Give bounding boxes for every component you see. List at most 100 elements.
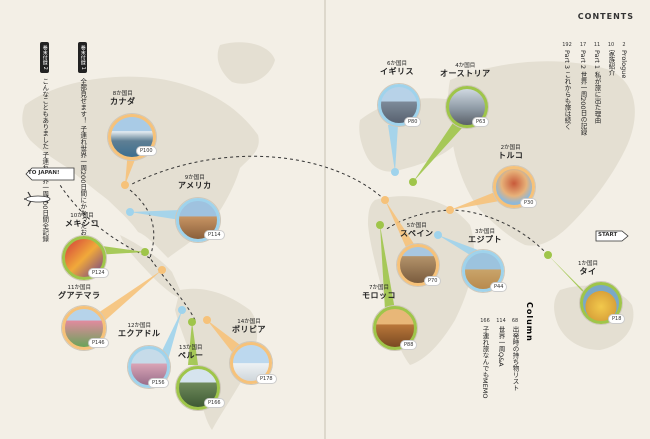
country-label-peru: 13か国目ペルー xyxy=(178,345,204,360)
country-name: オーストリア xyxy=(440,68,491,78)
column-label: 子連れ旅なんでもMEMO xyxy=(481,326,489,399)
country-label-mexico: 10か国目メキシコ xyxy=(65,213,99,228)
country-name: カナダ xyxy=(110,96,136,106)
appendix-badge-2: 巻末付録 2 xyxy=(40,42,49,73)
pin-dot-thailand xyxy=(544,251,552,259)
toc-item-part3[interactable]: 192 Part 3 これからも旅は続く xyxy=(562,42,572,134)
pin-dot-egypt xyxy=(434,231,442,239)
to-japan-label: TO JAPAN! xyxy=(28,170,60,176)
toc-page-number: 2 xyxy=(622,42,626,48)
page-badge-usa[interactable]: P114 xyxy=(204,230,225,240)
to-japan-sign: TO JAPAN! xyxy=(25,167,75,181)
pin-dot-guatemala xyxy=(158,266,166,274)
pin-uk xyxy=(388,125,398,172)
pin-bolivia xyxy=(207,320,240,352)
country-index: 9か国目 xyxy=(184,175,205,181)
photo-usa[interactable] xyxy=(176,198,220,242)
page-badge-austria[interactable]: P63 xyxy=(472,117,490,127)
toc-label: Prologue xyxy=(620,50,628,79)
country-name: スペイン xyxy=(400,228,434,238)
pin-usa xyxy=(130,210,180,220)
appendix-badge-1: 巻末付録 1 xyxy=(78,42,87,73)
pin-egypt xyxy=(438,235,478,255)
photo-guatemala[interactable] xyxy=(62,306,106,350)
appendix-text-2: こんなこともありました 子連れ世界一周200日間全記録 xyxy=(40,77,49,242)
toc-label: Part 2 世界一周200日の記録 xyxy=(579,50,587,136)
pin-guatemala xyxy=(95,270,162,325)
pin-peru xyxy=(188,322,198,365)
pin-austria xyxy=(413,120,462,182)
book-spine xyxy=(324,0,326,439)
country-name: エクアドル xyxy=(118,328,161,338)
country-label-turkey: 2か国目トルコ xyxy=(498,145,524,160)
toc-page-number: 192 xyxy=(562,42,572,48)
page-badge-mexico[interactable]: P124 xyxy=(88,268,109,278)
pin-dot-uk xyxy=(391,168,399,176)
pin-spain xyxy=(385,200,418,252)
column-item-2[interactable]: 114 世界一周Q&A xyxy=(496,318,506,371)
column-page-number: 114 xyxy=(496,318,506,324)
toc-label: 家族紹介 xyxy=(607,50,615,76)
page-badge-peru[interactable]: P166 xyxy=(204,398,225,408)
toc-label: Part 3 これからも旅は続く xyxy=(563,50,571,130)
pin-dot-turkey xyxy=(446,206,454,214)
appendix-item-1[interactable]: 巻末付録 1 全部見せます！ 子連れ世界一周200日間にかかったお金 xyxy=(78,42,87,242)
toc-item-family[interactable]: 10 家族紹介 xyxy=(606,42,616,80)
country-name: メキシコ xyxy=(65,218,99,228)
contents-title: CONTENTS xyxy=(577,12,634,21)
country-index: 11か国目 xyxy=(67,285,92,291)
pin-dot-canada xyxy=(121,181,129,189)
country-label-uk: 6か国目イギリス xyxy=(380,61,414,76)
start-sign: START xyxy=(595,230,629,242)
toc-label: Part 1 私が旅に出た理由 xyxy=(593,50,601,124)
page-badge-ecuador[interactable]: P156 xyxy=(148,378,169,388)
pin-dot-austria xyxy=(409,178,417,186)
country-name: タイ xyxy=(579,266,597,276)
page-badge-bolivia[interactable]: P178 xyxy=(256,374,277,384)
pin-dot-spain xyxy=(381,196,389,204)
country-index: 5か国目 xyxy=(406,223,427,229)
appendix-text-1: 全部見せます！ 子連れ世界一周200日間にかかったお金 xyxy=(78,77,87,242)
country-name: ペルー xyxy=(178,350,204,360)
toc-item-prologue[interactable]: 2 Prologue xyxy=(620,42,628,82)
page-badge-thailand[interactable]: P18 xyxy=(608,314,626,324)
country-index: 4か国目 xyxy=(455,63,476,69)
page-badge-spain[interactable]: P70 xyxy=(424,276,442,286)
toc-item-part2[interactable]: 17 Part 2 世界一周200日の記録 xyxy=(578,42,588,140)
pin-dot-peru xyxy=(188,318,196,326)
pin-dot-morocco xyxy=(376,221,384,229)
airplane-icon xyxy=(24,191,51,207)
country-label-egypt: 3か国目エジプト xyxy=(468,229,502,244)
pin-turkey xyxy=(450,190,505,210)
page-badge-egypt[interactable]: P44 xyxy=(490,282,508,292)
appendix-item-2[interactable]: 巻末付録 2 こんなこともありました 子連れ世界一周200日間全記録 xyxy=(40,42,49,242)
pin-morocco xyxy=(380,225,395,310)
pin-dot-ecuador xyxy=(178,306,186,314)
pin-ecuador xyxy=(160,310,182,360)
start-label: START xyxy=(598,232,618,238)
page-badge-morocco[interactable]: P88 xyxy=(400,340,418,350)
start-arrow-icon xyxy=(595,230,629,242)
country-label-guatemala: 11か国目グアテマラ xyxy=(58,285,101,300)
country-index: 10か国目 xyxy=(70,213,94,219)
page-badge-canada[interactable]: P100 xyxy=(136,146,157,156)
toc-item-part1[interactable]: 11 Part 1 私が旅に出た理由 xyxy=(592,42,602,127)
sign-arrow-icon xyxy=(25,167,75,181)
column-item-3[interactable]: 166 子連れ旅なんでもMEMO xyxy=(480,318,490,402)
country-index: 6か国目 xyxy=(387,61,407,67)
column-item-1[interactable]: 68 出発時の持ち物リスト xyxy=(510,318,520,395)
country-index: 12か国目 xyxy=(127,323,152,329)
country-label-austria: 4か国目オーストリア xyxy=(440,63,491,78)
country-index: 1か国目 xyxy=(578,261,598,267)
country-name: トルコ xyxy=(498,150,524,160)
country-label-spain: 5か国目スペイン xyxy=(400,223,434,238)
page-badge-turkey[interactable]: P30 xyxy=(520,198,538,208)
page-badge-uk[interactable]: P80 xyxy=(404,117,422,127)
page-badge-guatemala[interactable]: P146 xyxy=(88,338,109,348)
photo-thailand[interactable] xyxy=(580,282,622,324)
country-label-canada: 8か国目カナダ xyxy=(110,91,136,106)
country-index: 7か国目 xyxy=(369,285,389,291)
country-label-usa: 9か国目アメリカ xyxy=(178,175,212,190)
